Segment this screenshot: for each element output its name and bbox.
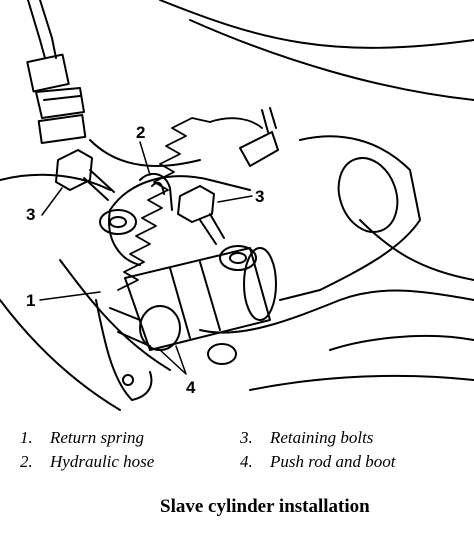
- washer: [219, 245, 257, 271]
- figure-caption: Slave cylinder installation: [160, 496, 370, 517]
- legend-number: 4.: [240, 452, 253, 471]
- hydraulic-hose: [139, 172, 173, 211]
- legend-text: Retaining bolts: [270, 428, 374, 447]
- bellhousing-outline: [0, 0, 474, 411]
- legend-number: 2.: [20, 452, 33, 471]
- callout-3-right: 3: [255, 187, 264, 206]
- legend-number: 3.: [240, 428, 253, 447]
- washer: [207, 343, 237, 365]
- hydraulic-pipe: [26, 0, 87, 144]
- callout-3-left: 3: [26, 205, 35, 224]
- washer: [99, 209, 137, 235]
- legend-text: Return spring: [50, 428, 144, 447]
- leader-lines: [39, 141, 253, 375]
- legend-item-1: 1. Return spring: [20, 428, 144, 448]
- callout-4: 4: [186, 378, 196, 397]
- callout-1: 1: [26, 291, 35, 310]
- legend-text: Hydraulic hose: [50, 452, 155, 471]
- slave-cylinder-illustration: 1 2 3 3 4: [0, 0, 474, 411]
- retaining-bolt-right: [177, 185, 225, 245]
- legend-item-2: 2. Hydraulic hose: [20, 452, 154, 472]
- legend-number: 1.: [20, 428, 33, 447]
- callout-2: 2: [136, 123, 145, 142]
- retaining-bolt-left: [55, 149, 115, 201]
- mounting-bracket: [108, 135, 421, 301]
- legend-item-4: 4. Push rod and boot: [240, 452, 395, 472]
- legend-text: Push rod and boot: [270, 452, 396, 471]
- legend-item-3: 3. Retaining bolts: [240, 428, 373, 448]
- slave-cylinder-body: [124, 107, 279, 351]
- return-spring: [117, 117, 263, 291]
